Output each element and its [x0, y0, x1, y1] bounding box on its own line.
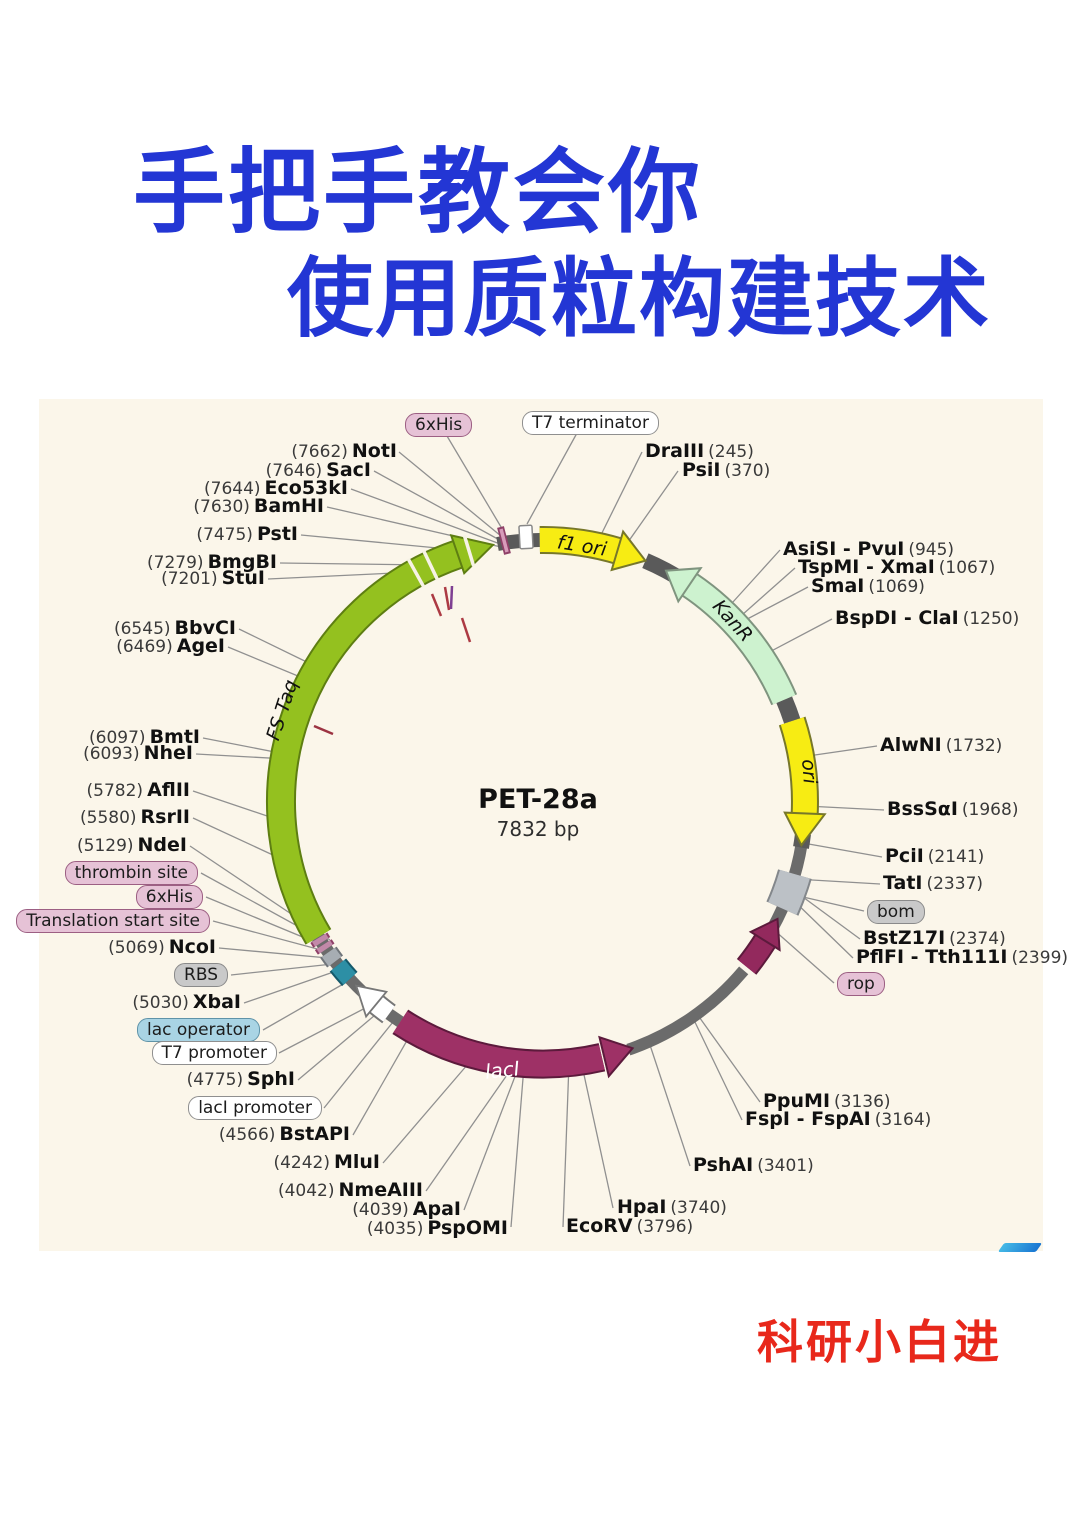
poster-title-line1: 手把手教会你 [133, 139, 704, 246]
site-label-agei: (6469)AgeI [116, 635, 225, 657]
ori-arrow: ori [778, 716, 827, 848]
site-label-hpai: HpaI(3740) [617, 1196, 727, 1218]
site-label-bstapi: (4566)BstAPI [218, 1123, 350, 1145]
watermark-text: 科研小白进 [757, 1315, 1002, 1369]
badge-laci-promoter: lacI promoter [188, 1096, 322, 1120]
fs-taq-arrow: FS Taq [262, 534, 496, 945]
his-tag-mark [497, 526, 511, 555]
badge-rbs: RBS [174, 963, 228, 987]
site-label-bbvci: (6545)BbvCI [113, 617, 236, 639]
badge-6xhis-left: 6xHis [135, 885, 203, 909]
site-label-bmti: (6097)BmtI [89, 726, 200, 748]
blue-accent-bar [997, 1243, 1043, 1252]
laci-arrow: lacI [392, 1009, 635, 1084]
site-label-nmeaiii: (4042)NmeAIII [277, 1179, 423, 1201]
site-label-asisi-pvui: AsiSI - PvuI(945) [783, 538, 955, 560]
site-notches [406, 534, 476, 588]
badge-t7-terminator: T7 terminator [522, 411, 659, 435]
site-label-bspdi-clai: BspDI - ClaI(1250) [835, 607, 1020, 629]
site-label-psii: PsiI(370) [682, 459, 771, 481]
site-label-draiii: DraIII(245) [645, 440, 754, 462]
laci-label: lacI [484, 1056, 521, 1084]
bom-region [766, 869, 812, 916]
site-label-xbai: (5030)XbaI [132, 991, 241, 1013]
f1-ori-arrow: f1 ori [539, 526, 648, 572]
site-label-pcii: PciI(2141) [885, 845, 985, 867]
site-label-stui: (7201)StuI [161, 567, 265, 589]
plasmid-name: PET-28a [478, 784, 598, 815]
badge-translation-start-site: Translation start site [16, 909, 210, 933]
site-label-sphi: (4775)SphI [186, 1068, 295, 1090]
site-label-tspmi-xmai: TspMI - XmaI(1067) [798, 556, 996, 578]
site-label-rsrii: (5580)RsrII [80, 806, 190, 828]
regulatory-bands [310, 932, 358, 987]
badge-lac-operator: lac operator [136, 1018, 260, 1042]
site-label-ppumi: PpuMI(3136) [763, 1090, 891, 1112]
site-label-pflfi-tth111i: PflFI - Tth111I(2399) [856, 946, 1069, 968]
site-label-smai: SmaI(1069) [811, 575, 925, 597]
ori-label: ori [797, 758, 821, 785]
site-label-bmgbi: (7279)BmgBI [147, 551, 277, 573]
site-label-nhei: (6093)NheI [83, 742, 193, 764]
plasmid-size: 7832 bp [496, 817, 580, 841]
t7-promoter-arrow [354, 984, 396, 1024]
rop-arrow [736, 917, 781, 975]
site-label-pspomi: (4035)PspOMI [366, 1217, 508, 1239]
badge-bom: bom [867, 900, 925, 924]
site-label-fspi-fspai: FspI - FspAI(3164) [745, 1108, 932, 1130]
site-label-psti: (7475)PstI [196, 523, 298, 545]
badge-t7-promoter: T7 promoter [151, 1041, 277, 1065]
t7-terminator-mark [518, 524, 534, 550]
kanr-arrow: KanR [664, 567, 798, 706]
site-label-bsssai: BssSαI(1968) [887, 798, 1019, 820]
site-label-saci: (7646)SacI [265, 459, 371, 481]
site-label-tati: TatI(2337) [883, 872, 984, 894]
badge-rop: rop [837, 972, 885, 996]
plasmid-center-label: PET-28a 7832 bp [388, 784, 688, 841]
annotation-ticks [313, 585, 472, 736]
site-label-mlui: (4242)MluI [273, 1151, 380, 1173]
site-label-ndei: (5129)NdeI [77, 834, 187, 856]
poster-title-line2: 使用质粒构建技术 [287, 249, 991, 349]
badge-thrombin-site: thrombin site [64, 861, 198, 885]
site-label-eco53ki: (7644)Eco53kI [204, 477, 348, 499]
site-label-alwni: AlwNI(1732) [880, 734, 1003, 756]
site-label-aflii: (5782)AflII [86, 779, 190, 801]
badge-6xhis-top: 6xHis [405, 413, 473, 437]
site-label-ecorv: EcoRV(3796) [566, 1215, 694, 1237]
site-label-ncoi: (5069)NcoI [108, 936, 216, 958]
site-label-apai: (4039)ApaI [352, 1198, 461, 1220]
site-label-bstz17i: BstZ17I(2374) [863, 927, 1006, 949]
site-label-bamhi: (7630)BamHI [193, 495, 324, 517]
site-label-pshai: PshAI(3401) [693, 1154, 814, 1176]
site-label-noti: (7662)NotI [291, 440, 397, 462]
